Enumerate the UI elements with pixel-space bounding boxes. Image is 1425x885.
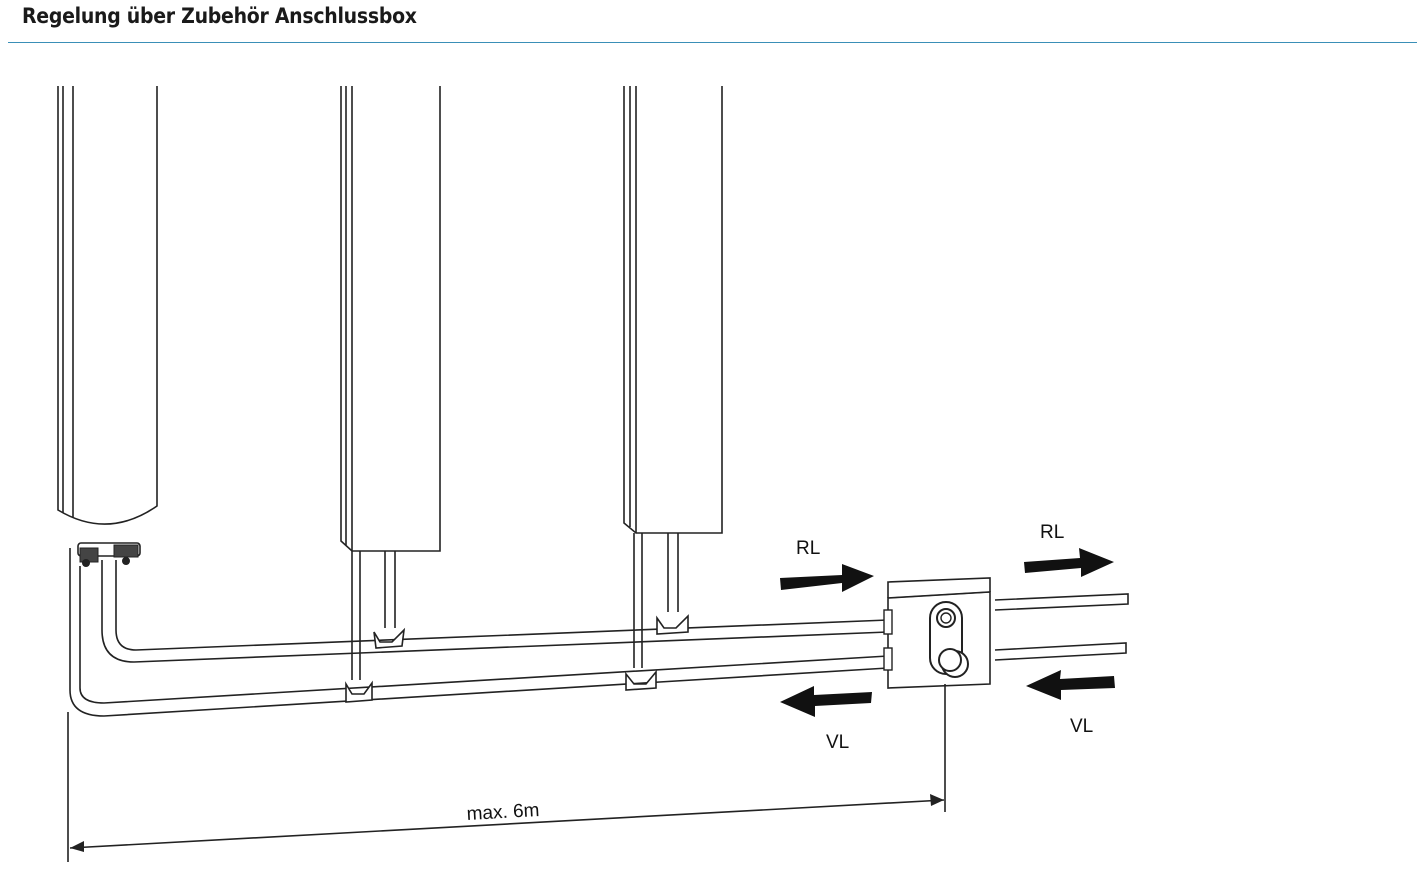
label-distance: max. 6m [466,800,540,825]
arrow-vl-in [1026,670,1115,700]
return-pipe [101,560,1129,663]
connection-box [883,577,991,689]
title-divider [8,42,1417,43]
label-vl-in: VL [1070,716,1093,737]
label-rl-in: RL [796,538,820,559]
arrow-vl-out [780,686,872,717]
radiator-3-drops [625,533,689,691]
radiator-1 [57,86,158,525]
dimension-line [67,684,946,862]
valve-connector [77,542,141,567]
radiator-3 [623,86,723,534]
radiator-2 [340,86,441,552]
radiator-2-drops [345,551,406,703]
page-title: Regelung über Zubehör Anschlussbox [22,4,417,28]
arrow-rl-in [780,564,874,592]
flow-pipe [69,548,1127,717]
arrow-rl-out [1024,548,1114,577]
label-vl-out: VL [826,732,849,753]
label-rl-out: RL [1040,522,1064,543]
